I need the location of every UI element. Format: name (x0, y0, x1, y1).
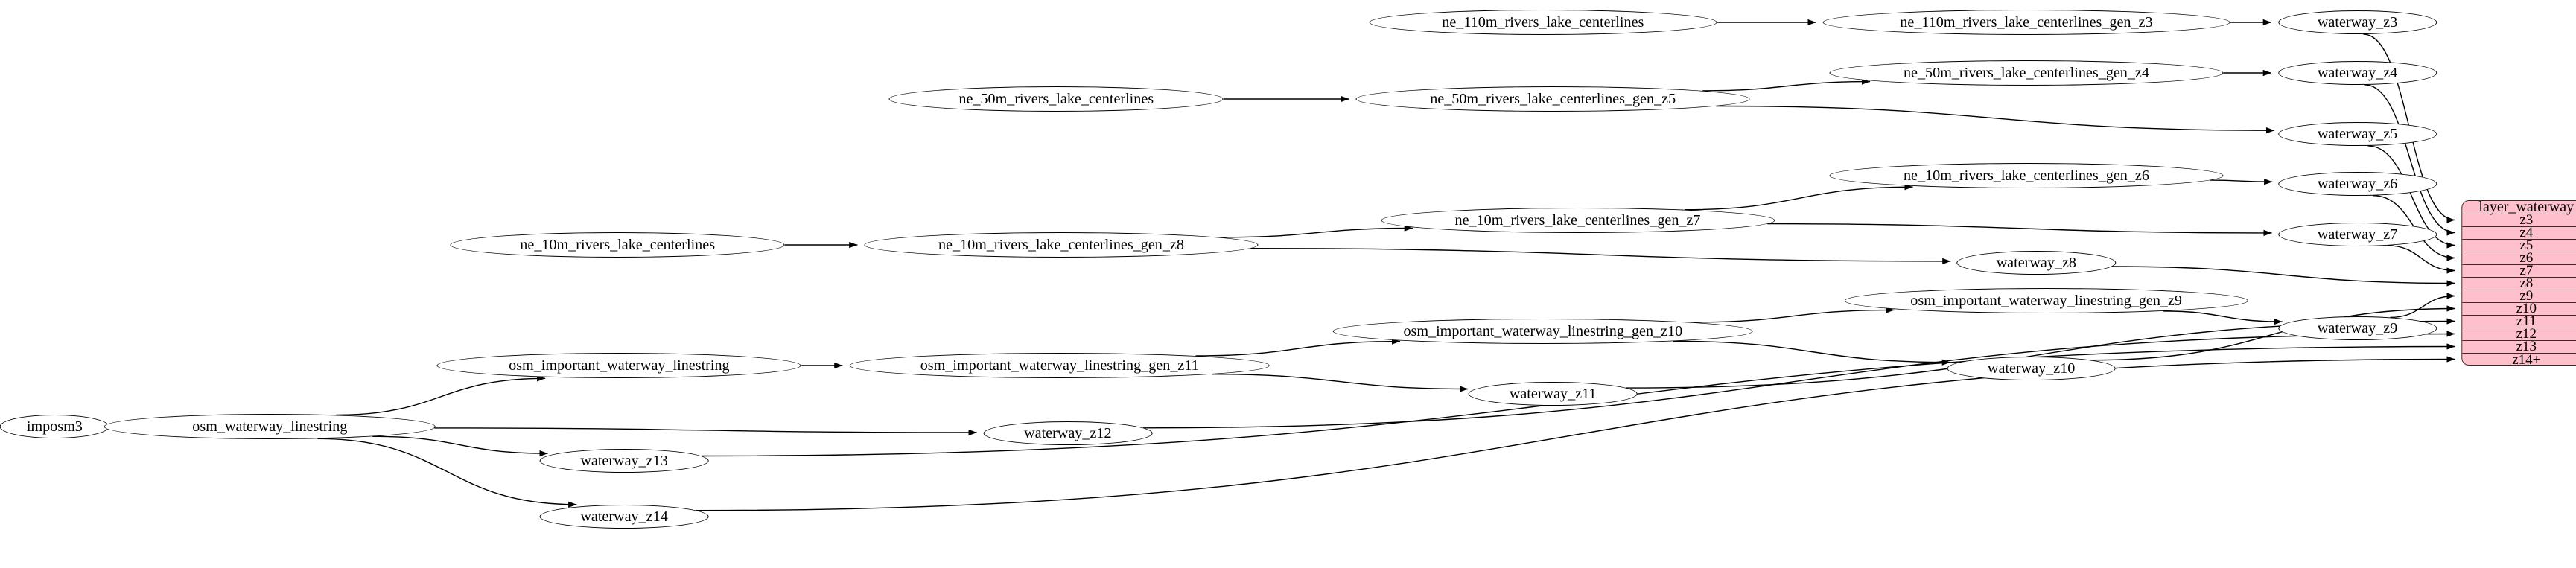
node-label: waterway_z6 (2317, 175, 2398, 192)
node-label: ne_10m_rivers_lake_centerlines_gen_z6 (1903, 167, 2149, 184)
graph-edge-ww_z7-to-row-4 (2387, 245, 2455, 274)
node-label: ne_10m_rivers_lake_centerlines_gen_z8 (938, 236, 1184, 253)
record-row-z14plus[interactable]: z14+ (2462, 352, 2576, 365)
graph-edge-osm_ww-to-ww_z13 (372, 435, 548, 457)
record-row-z9[interactable]: z9 (2462, 288, 2576, 304)
node-label: waterway_z8 (1996, 254, 2076, 271)
node-label: waterway_z3 (2317, 13, 2398, 31)
node-label: waterway_z4 (2317, 64, 2398, 81)
node-label: waterway_z7 (2317, 226, 2398, 243)
graph-node-ww_z8[interactable]: waterway_z8 (1956, 251, 2116, 275)
node-label: ne_50m_rivers_lake_centerlines_gen_z4 (1903, 64, 2149, 81)
graph-node-ww_z10[interactable]: waterway_z10 (1947, 357, 2116, 380)
record-row-z13[interactable]: z13 (2462, 339, 2576, 354)
record-row-z5[interactable]: z5 (2462, 237, 2576, 253)
node-label: waterway_z11 (1509, 385, 1597, 402)
graph-node-osm_ww[interactable]: osm_waterway_linestring (104, 414, 436, 439)
node-label: osm_important_waterway_linestring (509, 357, 730, 374)
graph-edge-ne10m_z8-to-ww_z8 (1250, 248, 1951, 265)
node-label: ne_110m_rivers_lake_centerlines_gen_z3 (1900, 13, 2153, 31)
graph-node-imposm3[interactable]: imposm3 (0, 415, 109, 438)
graph-edge-ne10m_z7-to-ww_z7 (1767, 223, 2272, 237)
graph-node-ww_z12[interactable]: waterway_z12 (983, 421, 1153, 445)
graph-node-ne110m[interactable]: ne_110m_rivers_lake_centerlines (1369, 10, 1717, 35)
graph-node-ww_z5[interactable]: waterway_z5 (2277, 122, 2437, 146)
record-header: layer_waterway (2462, 201, 2576, 215)
record-row-z4[interactable]: z4 (2462, 225, 2576, 240)
graph-node-ne10m_z7[interactable]: ne_10m_rivers_lake_centerlines_gen_z7 (1380, 208, 1775, 233)
graph-edge-osm_ww-to-ww_z14 (317, 438, 577, 508)
graph-edge-osm_ww-to-osm_iww (336, 375, 546, 416)
graph-edge-osm_ww-to-ww_z12 (434, 427, 977, 436)
graph-node-ne50m_z4[interactable]: ne_50m_rivers_lake_centerlines_gen_z4 (1829, 60, 2224, 86)
node-label: osm_waterway_linestring (192, 418, 348, 435)
node-label: waterway_z9 (2317, 319, 2398, 336)
record-row-z8[interactable]: z8 (2462, 275, 2576, 291)
graph-node-ne10m_z8[interactable]: ne_10m_rivers_lake_centerlines_gen_z8 (864, 232, 1259, 258)
graph-edge-ne50m_z5-to-ww_z5 (1716, 105, 2275, 134)
graph-node-ne110m_z3[interactable]: ne_110m_rivers_lake_centerlines_gen_z3 (1822, 10, 2230, 35)
graph-node-ne50m[interactable]: ne_50m_rivers_lake_centerlines (888, 86, 1224, 112)
graph-edge-ww_z9-to-row-6 (2390, 293, 2455, 319)
graph-node-ne10m_z6[interactable]: ne_10m_rivers_lake_centerlines_gen_z6 (1829, 163, 2224, 188)
record-row-z3[interactable]: z3 (2462, 212, 2576, 228)
graph-edge-ww_z12-to-row-9 (1142, 331, 2455, 429)
node-label: waterway_z13 (580, 452, 668, 469)
graph-edge-ne50m_z5-to-ne50m_z4 (1702, 78, 1871, 92)
record-row-z10[interactable]: z10 (2462, 301, 2576, 316)
node-label: osm_important_waterway_linestring_gen_z1… (920, 357, 1199, 374)
graph-edge-ww_z4-to-row-1 (2364, 84, 2455, 236)
node-label: ne_10m_rivers_lake_centerlines (520, 236, 716, 253)
graph-edge-ww_z8-to-row-5 (2111, 266, 2455, 287)
graph-edge-osm_iww_z11-to-ww_z11 (1212, 374, 1469, 392)
graph-node-ww_z7[interactable]: waterway_z7 (2277, 223, 2437, 246)
graph-node-ww_z9[interactable]: waterway_z9 (2277, 316, 2437, 340)
graph-edge-ne10m_z8-to-ne10m_z7 (1219, 225, 1413, 238)
node-label: imposm3 (26, 418, 83, 435)
record-row-z11[interactable]: z11 (2462, 313, 2576, 329)
graph-node-ww_z4[interactable]: waterway_z4 (2277, 61, 2437, 85)
graph-node-ww_z11[interactable]: waterway_z11 (1468, 382, 1638, 406)
graph-node-ww_z6[interactable]: waterway_z6 (2277, 172, 2437, 196)
record-row-z7[interactable]: z7 (2462, 263, 2576, 278)
graph-edge-ne10m_z7-to-ne10m_z6 (1684, 184, 1913, 211)
graph-edge-osm_iww_z10-to-ww_z10 (1673, 340, 1950, 366)
node-label: waterway_z14 (580, 508, 668, 525)
node-label: waterway_z12 (1024, 424, 1112, 441)
node-label: ne_50m_rivers_lake_centerlines (958, 90, 1154, 107)
record-row-z6[interactable]: z6 (2462, 250, 2576, 266)
node-label: osm_important_waterway_linestring_gen_z9 (1910, 292, 2182, 309)
graph-edge-ne10m_z6-to-ww_z6 (2210, 178, 2273, 185)
graph-node-osm_iww[interactable]: osm_important_waterway_linestring (436, 353, 801, 378)
node-label: ne_50m_rivers_lake_centerlines_gen_z5 (1430, 90, 1676, 107)
graph-edge-osm_iww_z10-to-osm_iww_z9 (1691, 307, 1895, 323)
graph-node-ww_z14[interactable]: waterway_z14 (539, 505, 709, 529)
graph-node-ne50m_z5[interactable]: ne_50m_rivers_lake_centerlines_gen_z5 (1355, 86, 1750, 112)
node-label: osm_important_waterway_linestring_gen_z1… (1403, 322, 1683, 339)
node-label: ne_10m_rivers_lake_centerlines_gen_z7 (1454, 211, 1701, 229)
graph-node-osm_iww_z11[interactable]: osm_important_waterway_linestring_gen_z1… (849, 353, 1270, 378)
graph-node-ww_z3[interactable]: waterway_z3 (2277, 10, 2437, 34)
graph-node-osm_iww_z9[interactable]: osm_important_waterway_linestring_gen_z9 (1844, 288, 2248, 313)
graph-node-ne10m[interactable]: ne_10m_rivers_lake_centerlines (450, 232, 785, 258)
graph-edge-osm_iww_z9-to-ww_z9 (2163, 310, 2283, 325)
node-label: waterway_z5 (2317, 125, 2398, 142)
graph-node-ww_z13[interactable]: waterway_z13 (539, 449, 709, 473)
node-label: ne_110m_rivers_lake_centerlines (1442, 13, 1644, 31)
record-row-z12[interactable]: z12 (2462, 326, 2576, 342)
graph-edge-osm_iww_z11-to-osm_iww_z10 (1195, 338, 1401, 357)
node-label: waterway_z10 (1987, 360, 2076, 377)
graph-node-osm_iww_z10[interactable]: osm_important_waterway_linestring_gen_z1… (1332, 319, 1754, 344)
